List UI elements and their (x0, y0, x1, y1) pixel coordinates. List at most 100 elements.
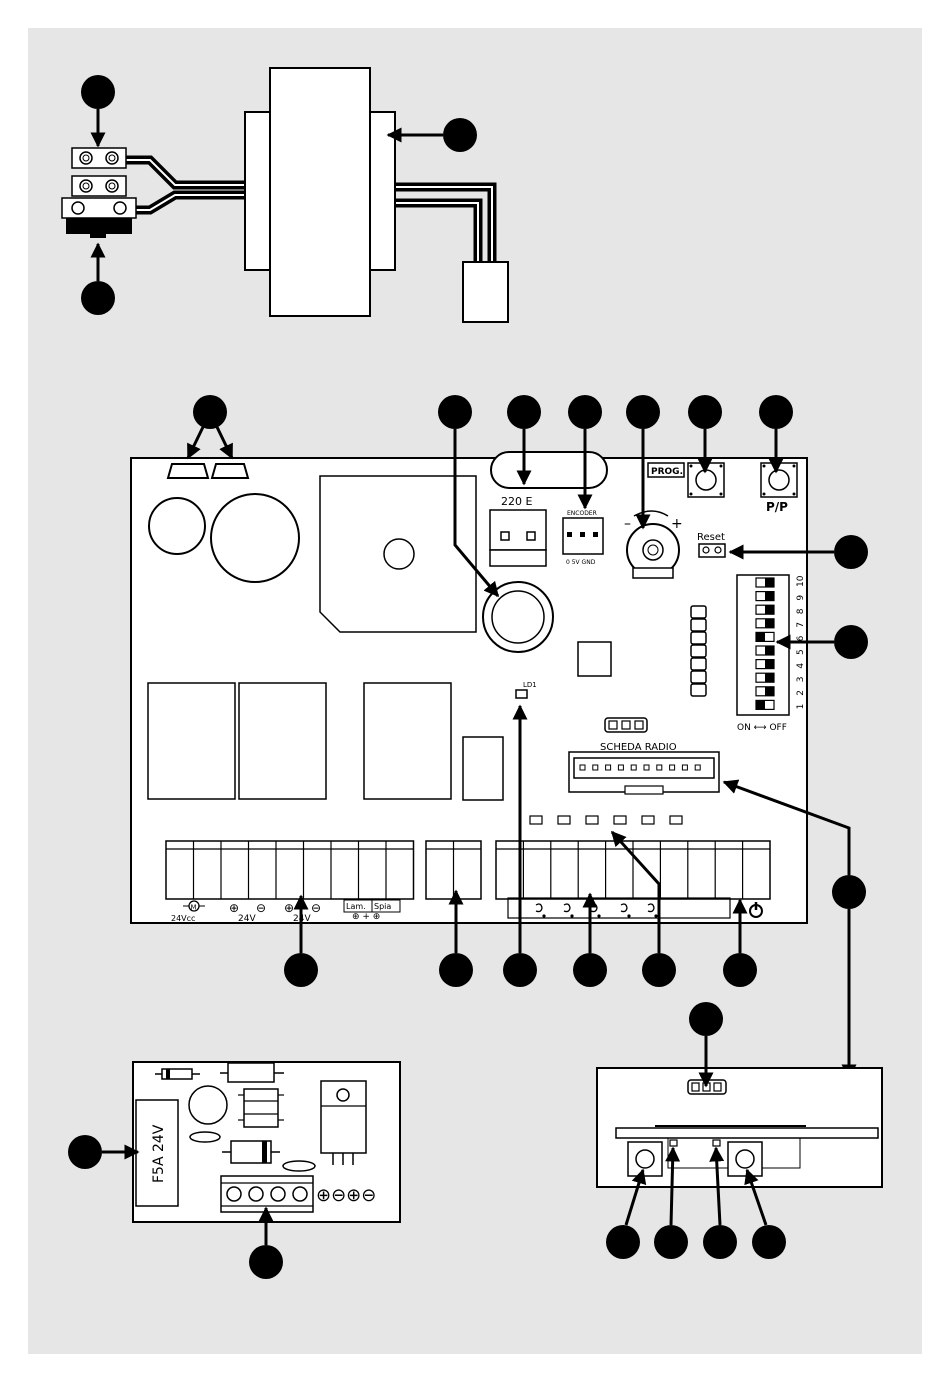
fuse-holder-1 (168, 464, 208, 478)
label-24vcc: 24Vcc (171, 914, 195, 923)
led-column (691, 606, 706, 696)
dip-number: 9 (796, 595, 806, 601)
power-terminal-block (221, 1176, 313, 1212)
cable-slot (491, 452, 607, 488)
dip-switch-4[interactable] (756, 660, 774, 669)
terminal-strip-middle (426, 841, 481, 899)
dip-switch-10[interactable] (756, 578, 774, 587)
lamp-terminal-symbols: ⊕ + ⊕ (352, 912, 380, 922)
radio-slot-pin (670, 765, 675, 770)
dip-switch-3[interactable] (756, 673, 774, 682)
svg-text:M: M (191, 904, 197, 912)
capacitor-small (149, 498, 205, 554)
radio-slot-pin (606, 765, 611, 770)
bridge-rectifier (238, 1089, 284, 1127)
dip-switch-2[interactable] (756, 687, 774, 696)
label-220: 220 E (501, 495, 532, 508)
plus-symbol-1: ⊕ (229, 901, 239, 915)
callout-marker (832, 875, 866, 909)
dip-switch-6[interactable] (756, 632, 774, 641)
callout-marker (752, 1225, 786, 1259)
radio-slot-pin (657, 765, 662, 770)
callout-marker (834, 535, 868, 569)
resistor (220, 1063, 284, 1082)
terminal-strip-inputs (496, 841, 770, 899)
transformer-output-connector (463, 262, 508, 322)
power-ceramic-cap-2 (283, 1161, 315, 1171)
radio-button-2[interactable] (728, 1142, 762, 1176)
minus-symbol-1: ⊖ (256, 901, 266, 915)
dip-number: 10 (796, 575, 806, 587)
callout-marker (439, 953, 473, 987)
callout-marker (642, 953, 676, 987)
minus-symbol-2: ⊖ (311, 901, 321, 915)
callout-marker (443, 118, 477, 152)
radio-slot-pin (593, 765, 598, 770)
dip-switch-7[interactable] (756, 619, 774, 628)
dip-switch-5[interactable] (756, 646, 774, 655)
power-capacitor (189, 1086, 227, 1124)
callout-marker (81, 281, 115, 315)
callout-marker (249, 1245, 283, 1279)
svg-text:+: + (671, 516, 683, 532)
callout-marker (688, 395, 722, 429)
dip-on-off-label: ON ⟷ OFF (737, 723, 787, 733)
dip-switch-9[interactable] (756, 592, 774, 601)
callout-marker (689, 1002, 723, 1036)
radio-slot-pin (580, 765, 585, 770)
dip-number: 4 (796, 663, 806, 669)
prog-label: PROG. (651, 467, 683, 477)
callout-marker (81, 75, 115, 109)
dip-switch-1[interactable] (756, 700, 774, 709)
radio-slot-pin (644, 765, 649, 770)
relay-1 (148, 683, 235, 799)
chip (578, 642, 611, 676)
dip-switch-8[interactable] (756, 605, 774, 614)
plus-symbol-2: ⊕ (284, 901, 294, 915)
dip-number: 8 (796, 608, 806, 614)
power-diode (222, 1141, 280, 1163)
radio-led-2 (713, 1140, 720, 1146)
transformer-core (270, 68, 370, 316)
callout-marker (626, 395, 660, 429)
label-spia: Spia (374, 902, 391, 911)
radio-led-1 (670, 1140, 677, 1146)
callout-marker (606, 1225, 640, 1259)
dip-number: 1 (796, 704, 806, 710)
radio-card-slot (569, 752, 719, 794)
relay-3 (364, 683, 451, 799)
relay-2 (239, 683, 326, 799)
callout-marker (503, 953, 537, 987)
pp-label: P/P (766, 500, 788, 514)
fuse-holder-2 (212, 464, 248, 478)
radio-board-edge-connector (616, 1128, 878, 1138)
radio-slot-pin (695, 765, 700, 770)
terminal-strip-power (166, 841, 414, 899)
encoder-label: ENCODER (567, 510, 597, 517)
callout-marker (68, 1135, 102, 1169)
label-lam: Lam. (346, 902, 366, 911)
callout-marker (193, 395, 227, 429)
callout-marker (507, 395, 541, 429)
radio-slot-pin (631, 765, 636, 770)
ld1-label: LD1 (523, 681, 537, 689)
radio-slot-pin (682, 765, 687, 770)
pp-button[interactable] (761, 463, 797, 497)
dip-number: 2 (796, 690, 806, 696)
label-24v-a: 24V (238, 914, 256, 924)
voltage-regulator (321, 1081, 366, 1165)
callout-marker (654, 1225, 688, 1259)
ld1-led (516, 690, 527, 698)
callout-marker (703, 1225, 737, 1259)
relay-small (463, 737, 503, 800)
dip-switch[interactable] (737, 575, 789, 715)
radio-jumper (605, 718, 647, 732)
reset-jumper[interactable] (699, 544, 725, 557)
connector-220 (490, 510, 546, 550)
power-terminal-symbols: ⊕⊖⊕⊖ (316, 1185, 376, 1206)
fuse-label: F5A 24V (151, 1124, 167, 1183)
dip-number: 7 (796, 622, 806, 628)
radio-button-1[interactable] (628, 1142, 662, 1176)
callout-marker (568, 395, 602, 429)
